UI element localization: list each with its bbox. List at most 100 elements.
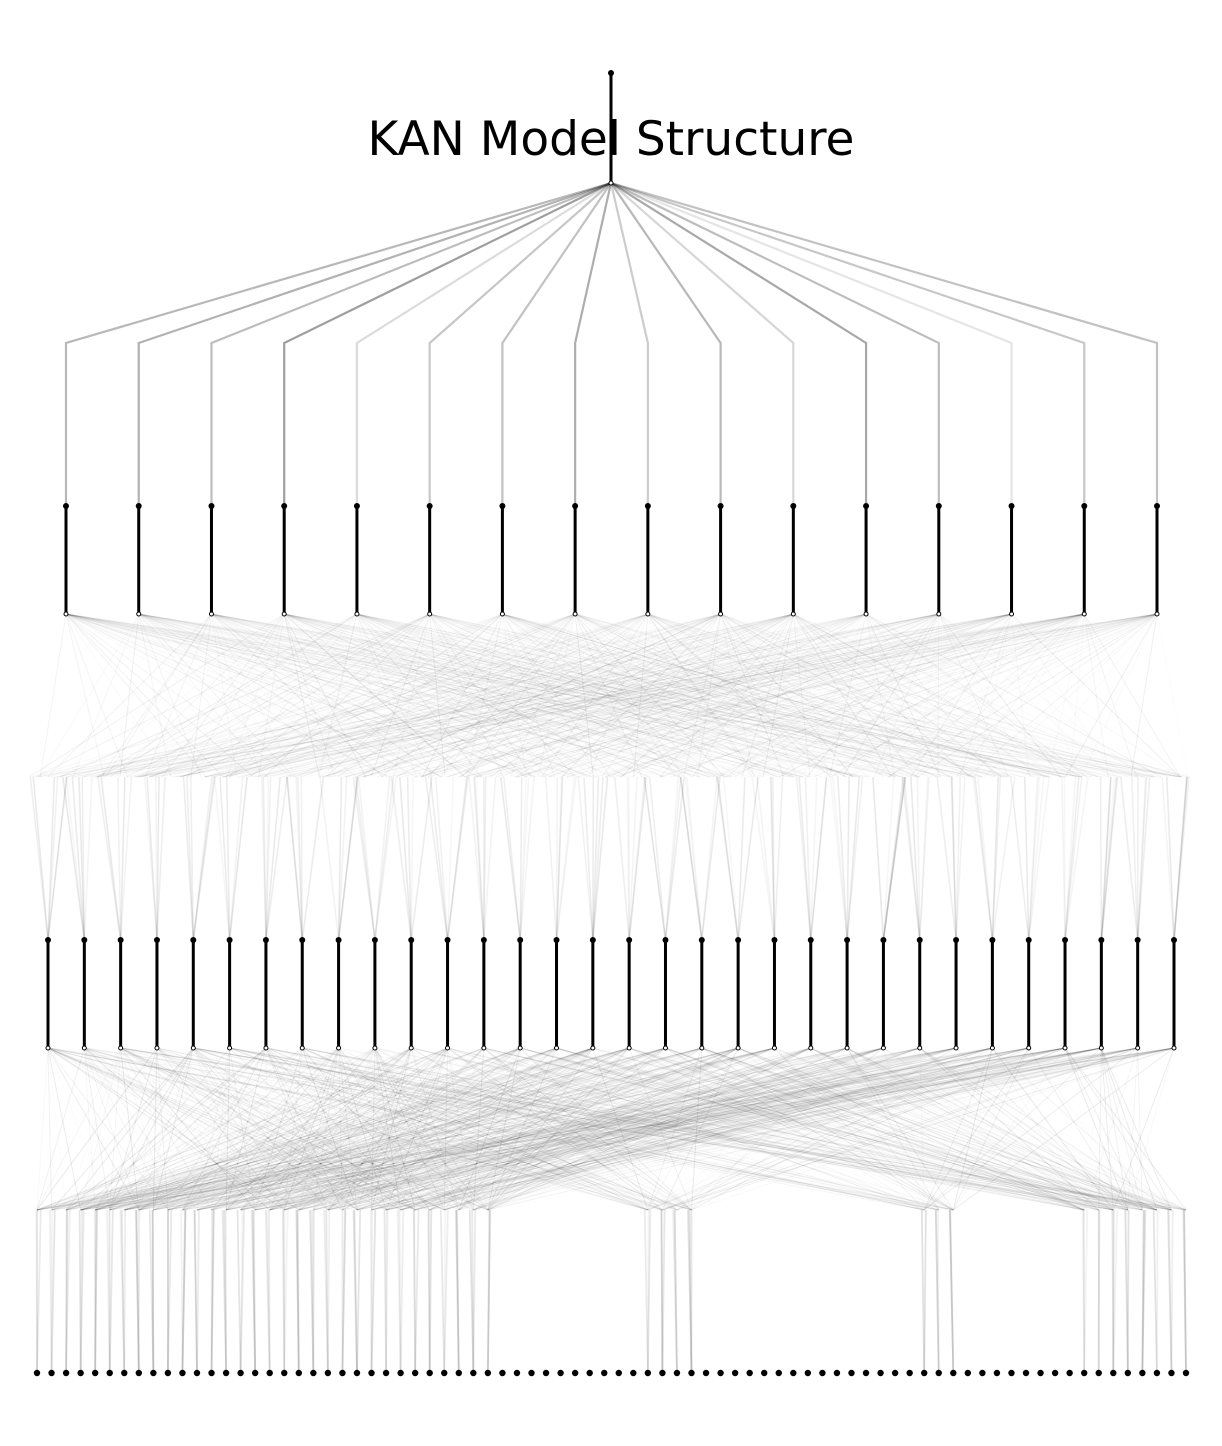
edge-1-2-fan bbox=[836, 776, 848, 941]
hidden-node-layer1 bbox=[1154, 503, 1160, 617]
edge-2-3-drop bbox=[1112, 1209, 1118, 1374]
edge-2-3-drop bbox=[920, 1209, 926, 1374]
edge-1-2-fan bbox=[1027, 776, 1050, 941]
edge-2-3 bbox=[109, 1047, 158, 1211]
edge-1-2 bbox=[910, 613, 1012, 778]
edge-2-3 bbox=[701, 1047, 1085, 1211]
edge-1-2 bbox=[574, 613, 901, 778]
edge-1-2 bbox=[364, 613, 794, 778]
input-node bbox=[935, 1369, 942, 1377]
edge-2-3-drop bbox=[1097, 1209, 1101, 1374]
input-node bbox=[1110, 1369, 1117, 1377]
edge-2-3 bbox=[519, 1047, 692, 1211]
edge-2-3 bbox=[156, 1047, 358, 1211]
edge-1-2-fan bbox=[701, 776, 721, 941]
edge-1-2-fan bbox=[225, 776, 231, 941]
edge-1-2-fan bbox=[1100, 776, 1118, 941]
edge-2-3-drop bbox=[428, 1209, 433, 1374]
input-node bbox=[1022, 1369, 1030, 1377]
edge-2-3 bbox=[284, 1047, 630, 1211]
edge-2-3-drop bbox=[311, 1209, 315, 1374]
edge-1-2 bbox=[395, 613, 721, 778]
edge-1-2 bbox=[327, 613, 649, 778]
edge-1-2 bbox=[356, 613, 1065, 778]
nodes-layer bbox=[33, 70, 1190, 1377]
hidden-node-layer2 bbox=[153, 937, 160, 1051]
edge-2-3-drop bbox=[106, 1209, 111, 1374]
edge-2-3 bbox=[520, 1047, 1099, 1211]
edge-2-3-drop bbox=[65, 1209, 69, 1374]
edge-2-3 bbox=[284, 1047, 884, 1211]
edge-1-2-fan bbox=[374, 776, 395, 941]
edge-2-3 bbox=[36, 1047, 666, 1211]
edge-2-3-drop bbox=[239, 1209, 246, 1374]
edge-2-3 bbox=[483, 1047, 692, 1211]
edge-2-3-drop bbox=[936, 1209, 940, 1374]
edge-2-3 bbox=[415, 1047, 1102, 1211]
edge-2-3 bbox=[371, 1047, 920, 1211]
edge-2-3 bbox=[1064, 1047, 1187, 1211]
edge-2-3 bbox=[487, 1047, 630, 1211]
edge-1-2-fan bbox=[260, 776, 267, 941]
edge-2-3 bbox=[774, 1047, 1172, 1211]
edge-1-2 bbox=[66, 613, 794, 778]
edge-2-3 bbox=[94, 1047, 230, 1211]
edge-2-3 bbox=[36, 1047, 485, 1211]
edge-1-2 bbox=[65, 613, 224, 778]
edge-2-3-drop bbox=[193, 1209, 198, 1374]
edge-2-3 bbox=[156, 1047, 329, 1211]
edge-2-3 bbox=[385, 1047, 1175, 1211]
edge-1-2 bbox=[429, 613, 576, 778]
edge-2-3-drop bbox=[341, 1209, 347, 1374]
input-node bbox=[1008, 1369, 1015, 1377]
hidden-node-layer2 bbox=[662, 937, 669, 1051]
input-node bbox=[164, 1369, 172, 1377]
edge-2-3 bbox=[156, 1047, 649, 1211]
edge-1-2 bbox=[542, 613, 867, 778]
edge-2-3 bbox=[371, 1047, 775, 1211]
edge-1-2 bbox=[574, 613, 594, 778]
edge-2-3 bbox=[487, 1047, 557, 1211]
edge-2-3 bbox=[284, 1047, 993, 1211]
edge-2-3 bbox=[84, 1047, 343, 1211]
edge-1-2 bbox=[566, 613, 1158, 778]
edge-2-3 bbox=[124, 1047, 1066, 1211]
edge-2-3-drop bbox=[236, 1209, 242, 1374]
output-node bbox=[608, 70, 614, 186]
edge-1-2 bbox=[516, 613, 1158, 778]
edge-1-2-fan bbox=[882, 776, 907, 941]
edge-2-3 bbox=[192, 1047, 416, 1211]
edge-2-3 bbox=[447, 1047, 692, 1211]
edge-2-3-drop bbox=[948, 1209, 955, 1374]
hidden-node-layer1 bbox=[63, 503, 69, 617]
edge-1-2 bbox=[204, 613, 1085, 778]
hidden-node-layer1 bbox=[935, 503, 942, 617]
edge-2-3 bbox=[556, 1047, 1085, 1211]
edge-1-2-fan bbox=[972, 776, 994, 941]
edge-1-2 bbox=[720, 613, 785, 778]
edge-1-2 bbox=[1083, 613, 1109, 778]
edge-2-3 bbox=[691, 1047, 848, 1211]
edge-2-3 bbox=[240, 1047, 957, 1211]
edge-1-2-fan bbox=[628, 776, 647, 941]
edge-2-3-drop bbox=[369, 1209, 373, 1374]
edge-2-3-drop bbox=[687, 1209, 693, 1374]
edge-2-3 bbox=[65, 1047, 593, 1211]
edge-2-3-drop bbox=[673, 1209, 678, 1374]
edge-1-2-fan bbox=[804, 776, 812, 941]
edge-2-3 bbox=[647, 1047, 1066, 1211]
edge-2-3 bbox=[302, 1047, 678, 1211]
edge-1-2 bbox=[792, 613, 917, 778]
edge-1-2 bbox=[865, 613, 941, 778]
edge-2-3-drop bbox=[108, 1209, 114, 1374]
edge-2-3 bbox=[167, 1047, 739, 1211]
edge-2-3 bbox=[124, 1047, 957, 1211]
edge-1-2 bbox=[720, 613, 798, 778]
edge-1-2 bbox=[1083, 613, 1138, 778]
edge-2-3-drop bbox=[486, 1209, 491, 1374]
edge-1-2 bbox=[429, 613, 1062, 778]
edge-1-2-fan bbox=[951, 776, 957, 941]
edge-2-3 bbox=[298, 1047, 340, 1211]
input-node bbox=[106, 1369, 113, 1377]
edge-1-2 bbox=[829, 613, 867, 778]
